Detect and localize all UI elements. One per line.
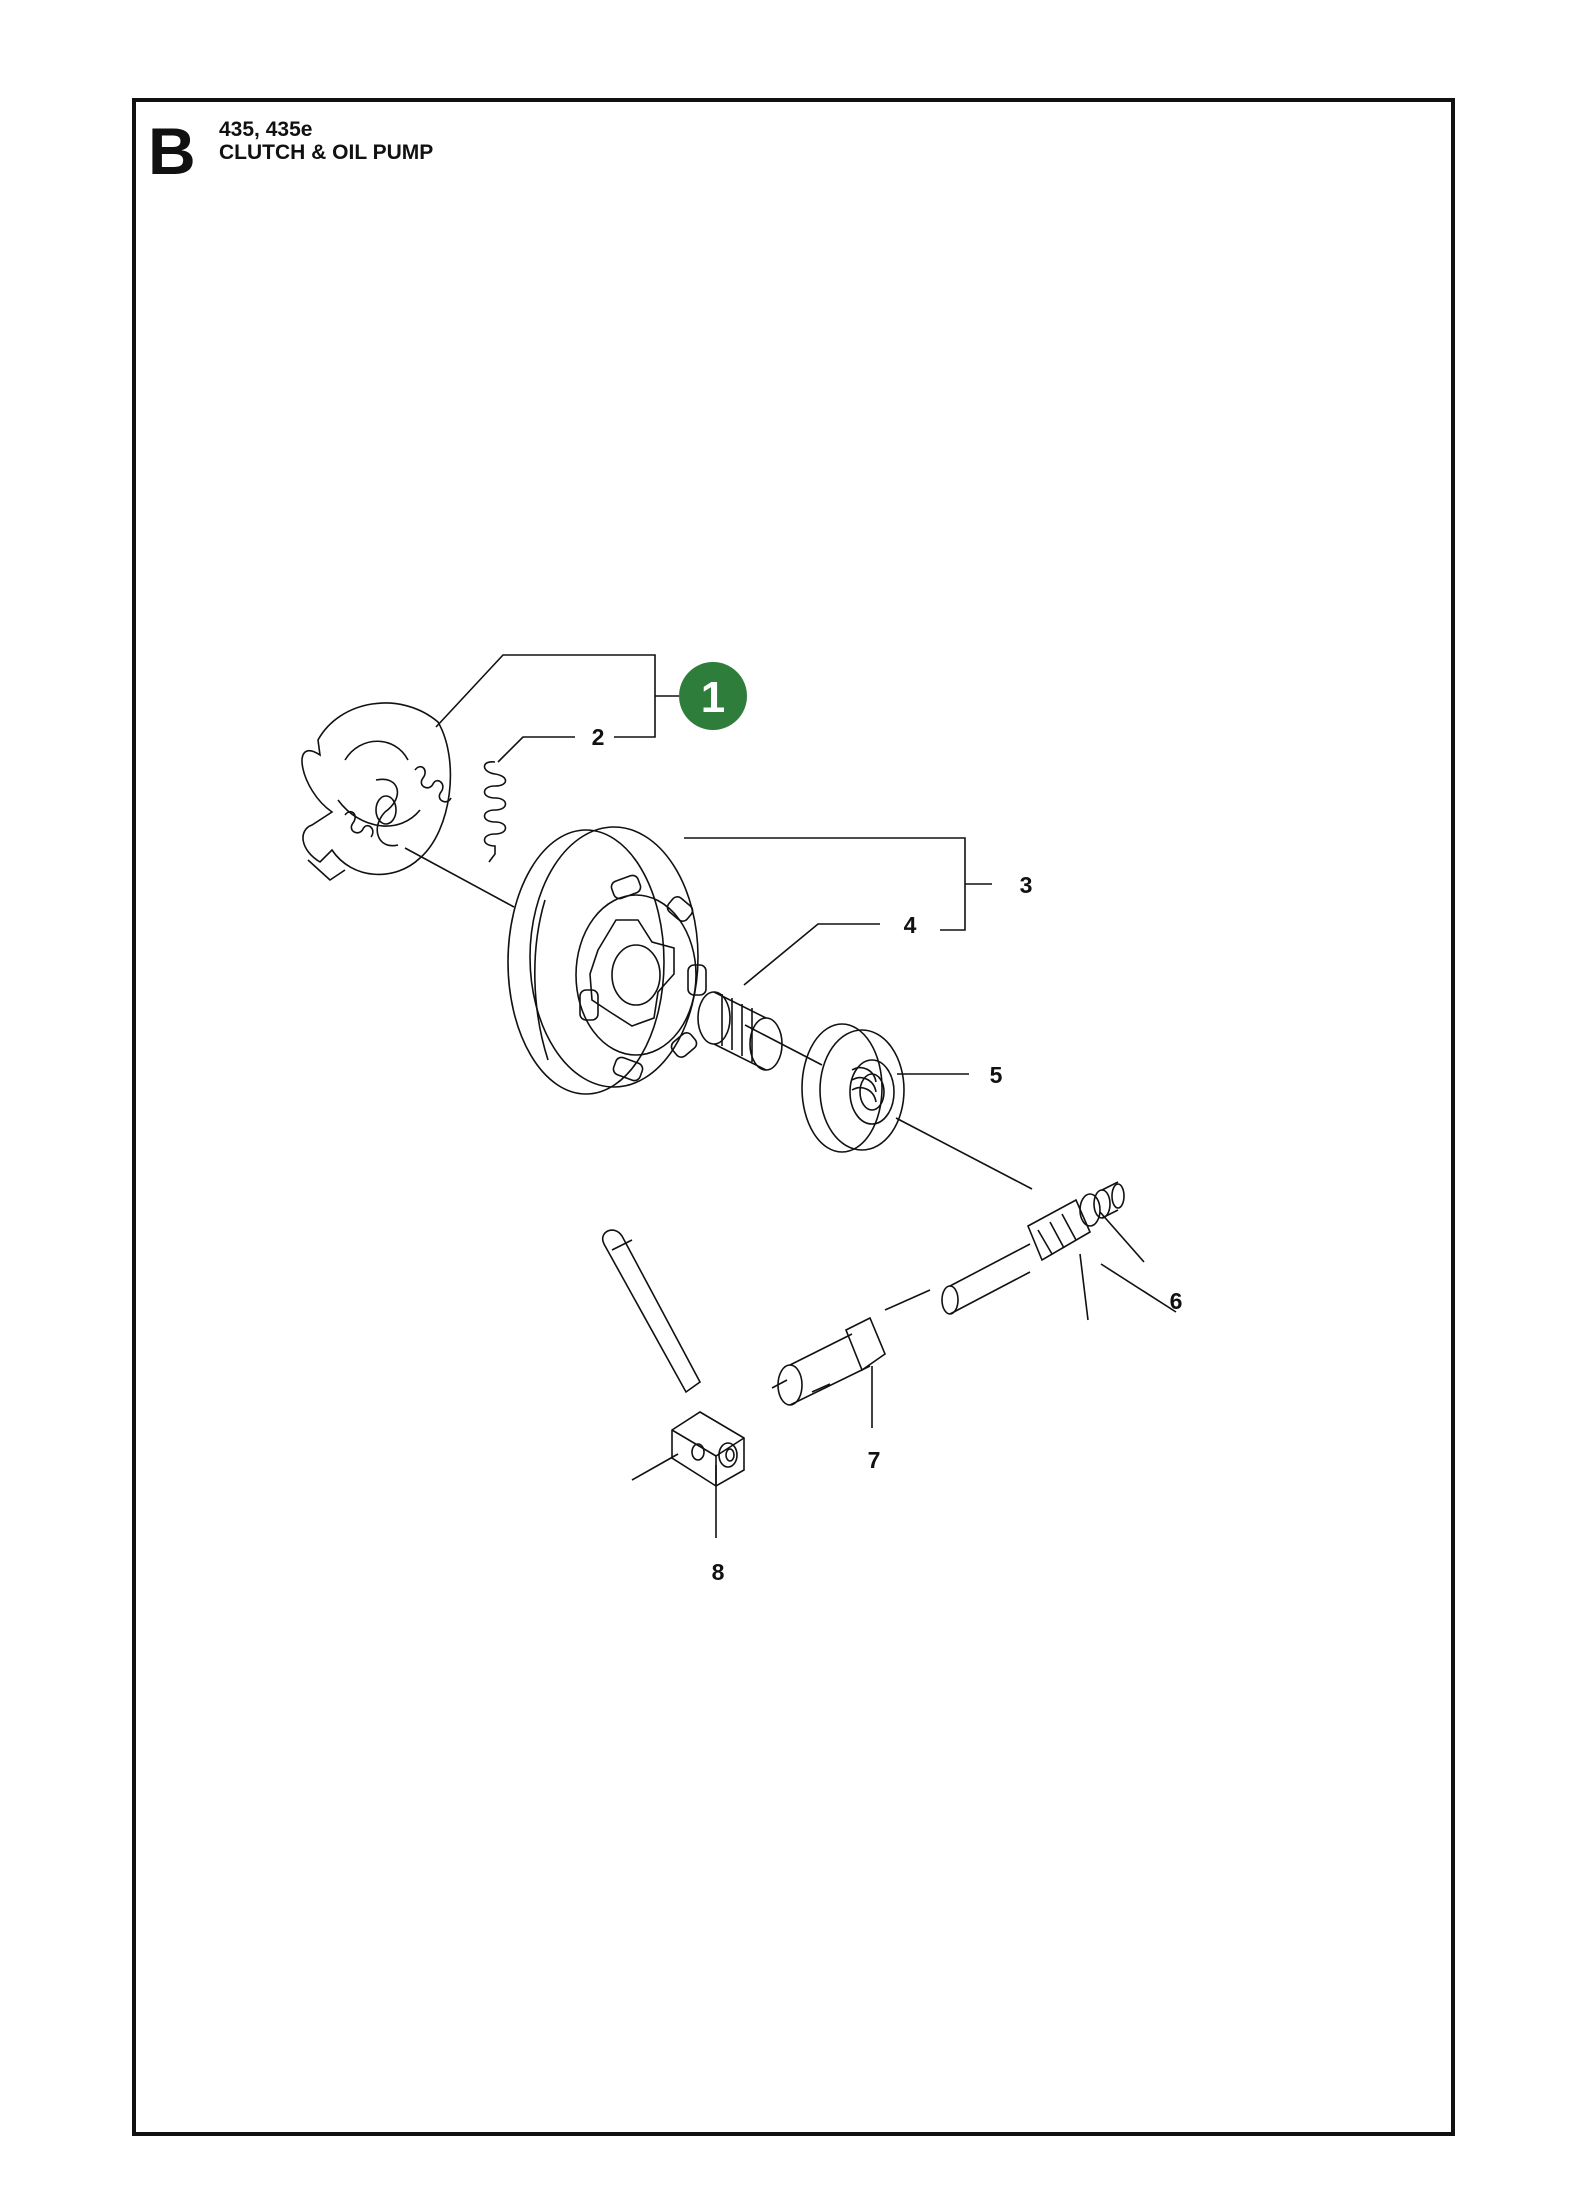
callout-label-5: 5 — [990, 1062, 1003, 1088]
section-letter: B — [148, 114, 196, 188]
leader-lines — [404, 654, 1177, 1538]
oil-hose-part — [601, 1229, 745, 1487]
callout-label-2: 2 — [592, 724, 605, 750]
callout-label-1: 1 — [701, 673, 725, 722]
clutch-drum-part — [507, 826, 707, 1095]
page-frame — [132, 98, 1455, 2136]
callout-badge-1: 1 — [679, 662, 747, 730]
callout-label-7: 7 — [868, 1447, 881, 1473]
callout-label-4: 4 — [904, 912, 917, 938]
washer-part — [801, 1023, 905, 1153]
pump-worm-part — [941, 1181, 1125, 1315]
callout-label-3: 3 — [1020, 872, 1033, 898]
callout-label-6: 6 — [1170, 1288, 1183, 1314]
clutch-assembly-part — [301, 702, 452, 882]
model-numbers: 435, 435e — [219, 118, 313, 141]
badge-circle — [679, 662, 747, 730]
callout-label-8: 8 — [712, 1559, 725, 1585]
needle-bearing-part — [697, 991, 783, 1071]
page-title: CLUTCH & OIL PUMP — [219, 141, 434, 164]
pump-piston-part — [777, 1316, 886, 1406]
clutch-spring-part — [483, 761, 507, 863]
